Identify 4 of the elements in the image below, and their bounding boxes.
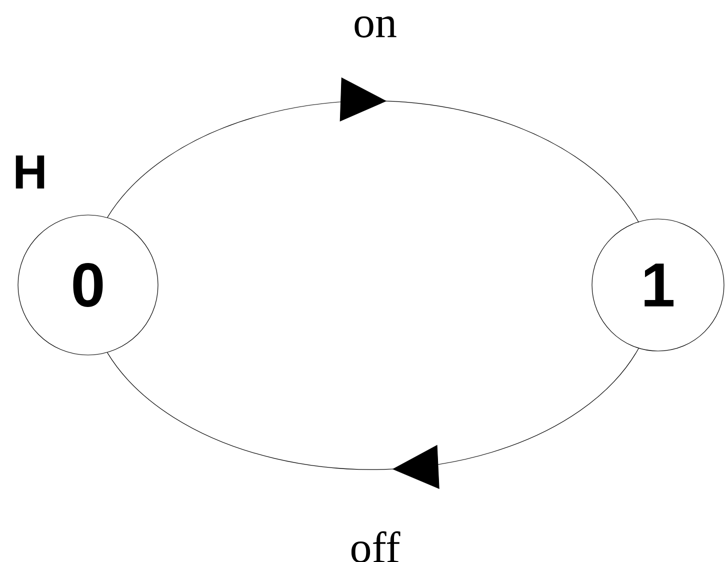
edge-label: on [354, 16, 396, 38]
arrow [107, 348, 639, 489]
state-label: H [16, 155, 44, 188]
arrow [107, 77, 639, 222]
